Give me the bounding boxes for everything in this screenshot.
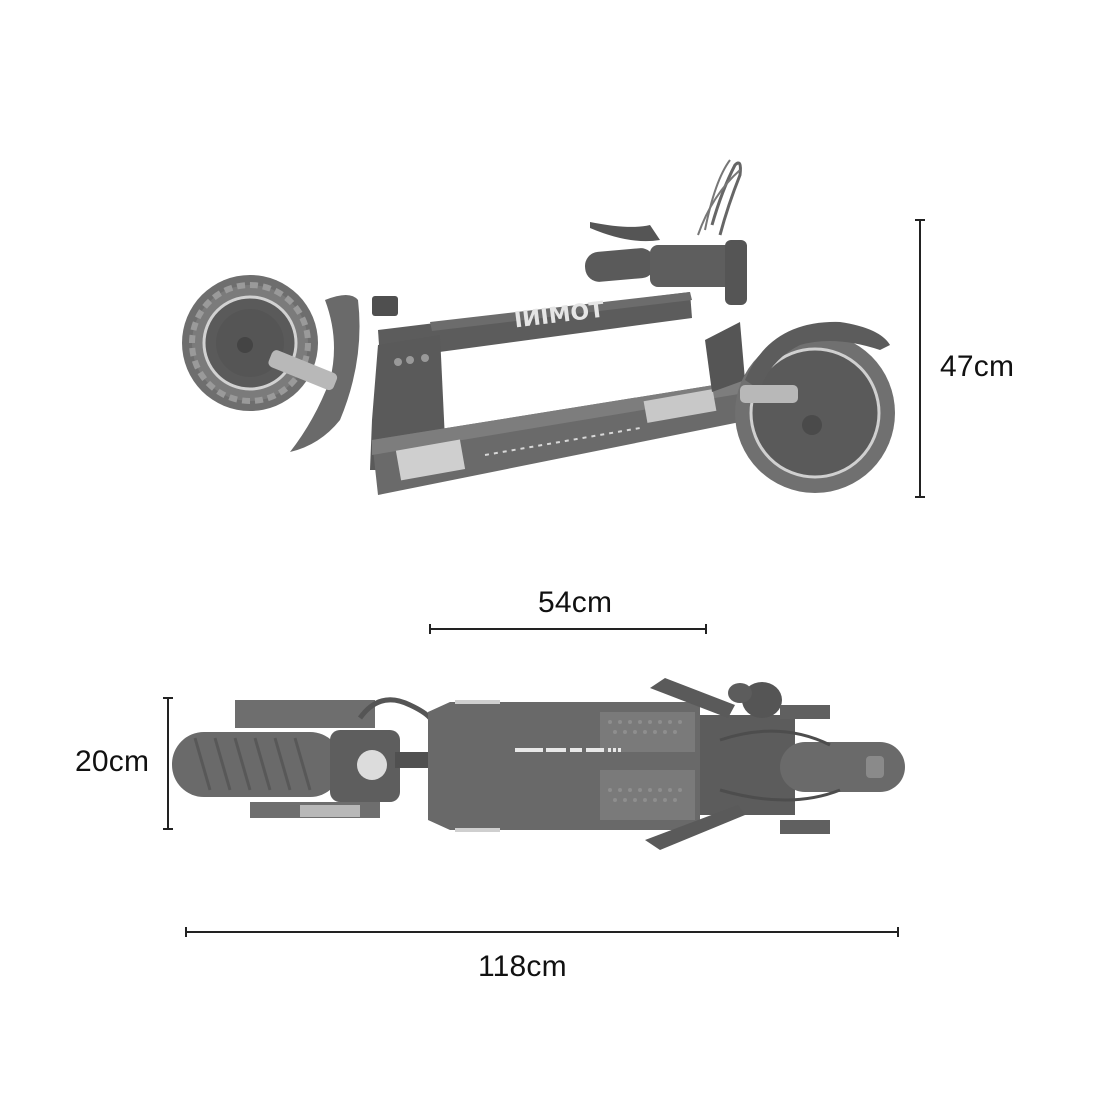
- height-dimension-line: [915, 219, 925, 498]
- deck-span-label: 54cm: [538, 586, 613, 619]
- front-fender: [290, 295, 360, 452]
- brand-logo-top: [515, 748, 621, 752]
- deck-span-dimension-line: [429, 624, 707, 634]
- headlight: [357, 750, 387, 780]
- width-dimension-line: [163, 697, 173, 830]
- width-label: 20cm: [75, 745, 150, 778]
- rear-fender: [745, 321, 890, 390]
- rear-wheel-side: [735, 333, 895, 493]
- height-label: 47cm: [940, 350, 1015, 383]
- handlebar-cluster-side: [584, 159, 747, 305]
- brake-lever-top: [650, 678, 735, 718]
- rear-tyre-top: [780, 742, 905, 792]
- brake-lever-bottom: [645, 805, 745, 850]
- length-label: 118cm: [478, 950, 567, 983]
- rear-shock: [740, 385, 798, 403]
- length-dimension-line: [185, 927, 899, 937]
- front-shock: [268, 350, 338, 391]
